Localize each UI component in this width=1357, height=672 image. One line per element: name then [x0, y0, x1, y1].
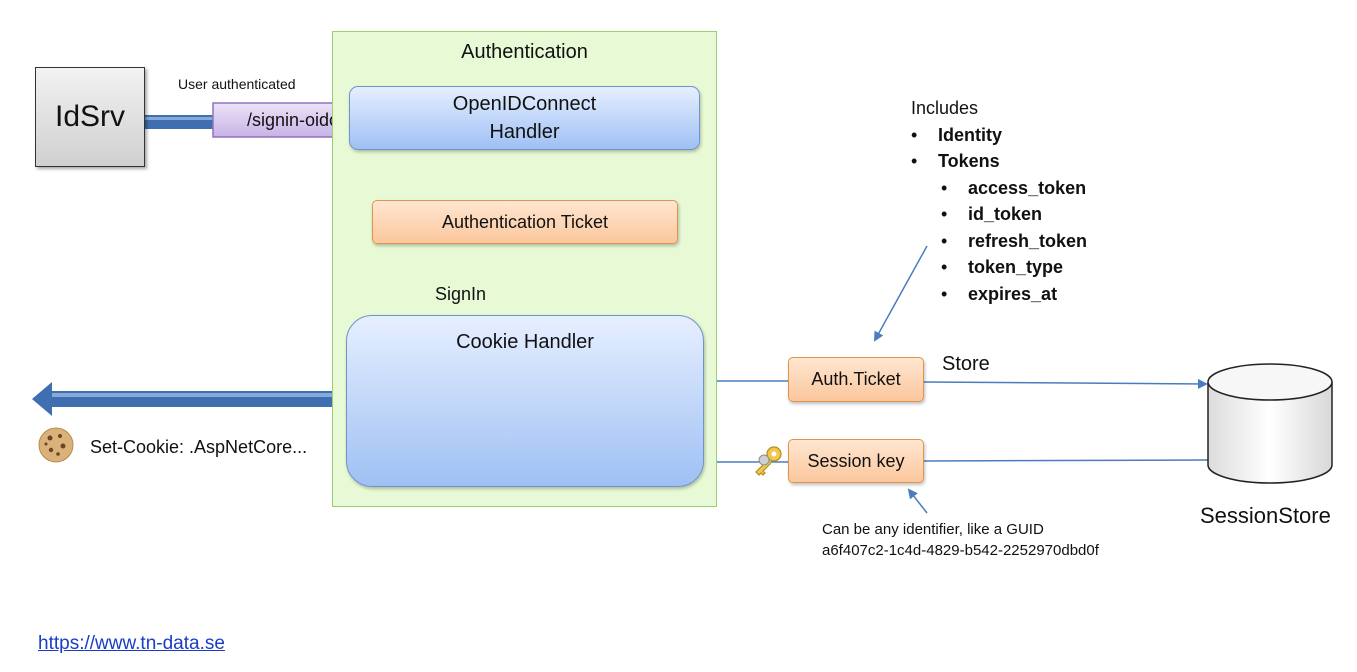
footer-link[interactable]: https://www.tn-data.se [38, 633, 225, 654]
includes-heading: Includes [911, 98, 979, 118]
cookie-handler-box [346, 315, 704, 487]
signin-label: SignIn [435, 284, 487, 304]
note-line1: Can be any identifier, like a GUID [822, 521, 1044, 538]
set-cookie-label: Set-Cookie: .AspNetCore... [90, 437, 308, 457]
token-item: token_type [941, 254, 1087, 281]
cookie-icon [38, 427, 74, 463]
set-cookie-arrow [32, 382, 332, 416]
user-authenticated-label: User authenticated [178, 76, 296, 92]
auth-ticket-box: Auth.Ticket [788, 357, 924, 402]
authentication-title: Authentication [461, 41, 588, 63]
includes-list: Includes Identity Tokens access_token id… [911, 95, 1087, 307]
idsrv-label: IdSrv [54, 100, 126, 133]
authentication-ticket-label: Authentication Ticket [441, 211, 609, 232]
store-label: Store [942, 353, 990, 375]
oidc-handler-line2: Handler [489, 121, 560, 143]
note-callout-arrow [907, 488, 928, 514]
session-key-label: Session key [807, 450, 905, 471]
session-key-note: Can be any identifier, like a GUID a6f40… [822, 519, 1099, 561]
database-icon [1207, 363, 1333, 484]
authticket-to-store-arrow [923, 378, 1208, 389]
token-item: access_token [941, 175, 1087, 202]
token-item: expires_at [941, 281, 1087, 308]
openidconnect-handler-box: OpenIDConnect Handler [349, 86, 700, 150]
authentication-ticket-box: Authentication Ticket [372, 200, 678, 244]
session-store-label: SessionStore [1200, 503, 1331, 528]
includes-item-tokens: Tokens [911, 148, 1087, 175]
cookie-handler-label: Cookie Handler [456, 331, 594, 353]
note-line2: a6f407c2-1c4d-4829-b542-2252970dbd0f [822, 542, 1099, 559]
signin-oidc-label: /signin-oidc [246, 109, 339, 130]
idsrv-box: IdSrv [35, 67, 145, 167]
token-item: id_token [941, 201, 1087, 228]
key-icon [755, 446, 782, 476]
includes-item-identity: Identity [911, 122, 1087, 149]
token-item: refresh_token [941, 228, 1087, 255]
includes-callout-arrow [874, 245, 928, 342]
store-to-sessionkey-line [923, 459, 1209, 462]
session-key-box: Session key [788, 439, 924, 483]
oidc-handler-line1: OpenIDConnect [452, 93, 597, 115]
auth-ticket-label: Auth.Ticket [811, 369, 901, 389]
